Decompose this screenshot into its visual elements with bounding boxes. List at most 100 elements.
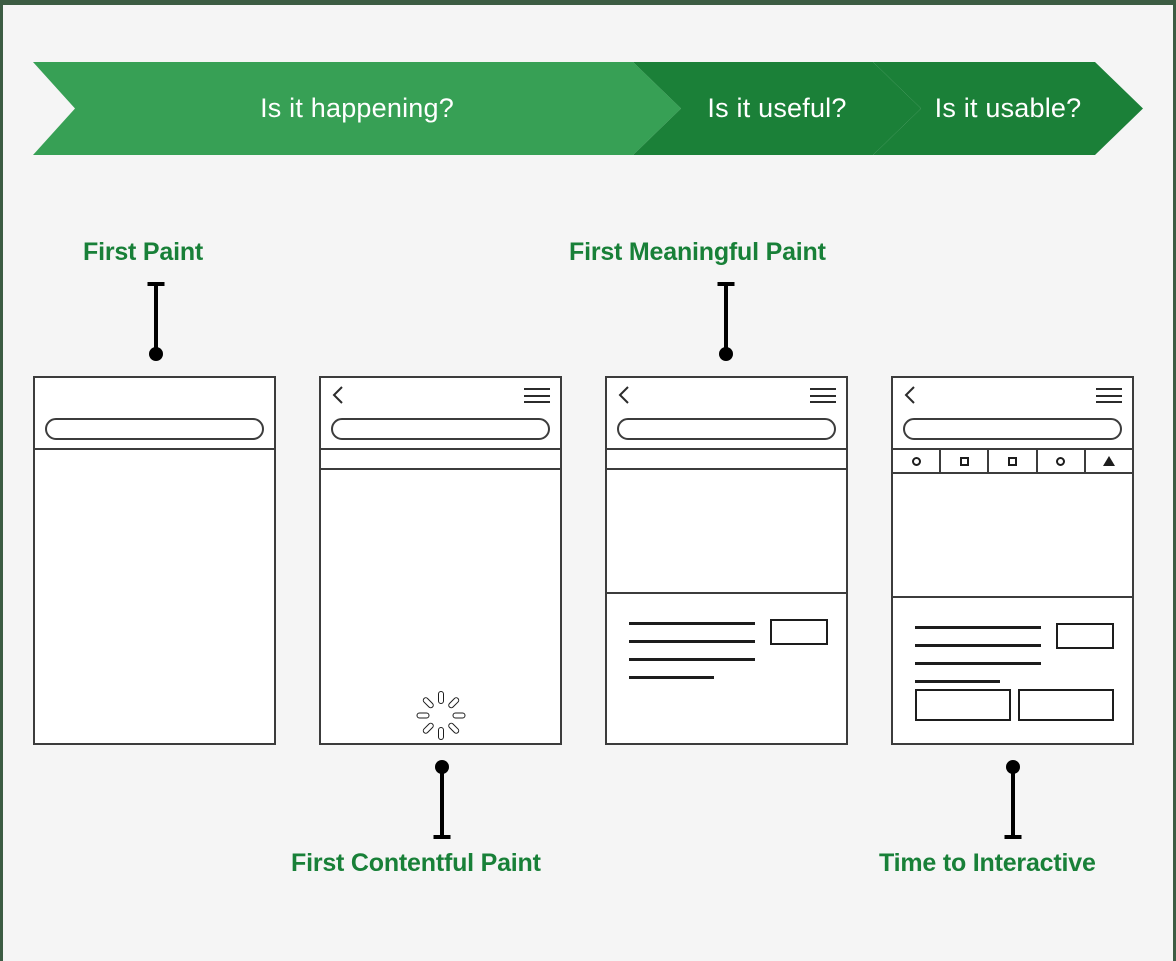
hamburger-menu-icon[interactable]	[524, 388, 550, 403]
pointer-time-to-interactive	[1004, 760, 1022, 839]
chevron-shape-happening	[33, 62, 681, 155]
metric-label-time-to-interactive: Time to Interactive	[879, 849, 1096, 877]
phone-header	[607, 378, 846, 450]
phone-header	[321, 378, 560, 450]
pointer-first-contentful-paint	[433, 760, 451, 839]
phase-label-happening: Is it happening?	[260, 93, 454, 123]
pointer-first-paint	[147, 282, 165, 361]
phase-chevron-useful[interactable]: Is it useful?	[633, 62, 921, 155]
hamburger-line	[1096, 394, 1122, 397]
cta-button-row	[915, 689, 1114, 721]
cta-button-right[interactable]	[1018, 689, 1114, 721]
phone-header	[35, 378, 274, 450]
content-line	[915, 680, 1000, 683]
spinner-dash	[437, 690, 444, 704]
content-line	[915, 644, 1041, 647]
spinner-dash	[446, 695, 460, 709]
toolbar-item-2[interactable]	[941, 450, 990, 472]
chevron-shape-useful	[633, 62, 921, 155]
search-pill-icon[interactable]	[45, 418, 264, 440]
triangle-icon	[1102, 456, 1115, 466]
circle-icon	[911, 456, 921, 466]
phone-hero-area	[607, 470, 846, 594]
toolbar-item-4[interactable]	[1038, 450, 1086, 472]
phase-chevron-happening[interactable]: Is it happening?	[33, 62, 681, 155]
phone-sub-strip	[607, 450, 846, 470]
phone-body-blank	[35, 450, 274, 743]
spinner-dash	[421, 721, 435, 735]
hamburger-line	[810, 388, 836, 390]
pointer-cap	[433, 835, 451, 839]
hamburger-line	[524, 388, 550, 390]
content-thumbnail-box	[1056, 623, 1114, 649]
spinner-dash	[437, 726, 444, 740]
wireframe-time-to-interactive	[891, 376, 1134, 745]
metric-label-first-meaningful-paint: First Meaningful Paint	[569, 238, 826, 266]
spinner-dash	[452, 712, 465, 718]
pointer-cap	[1004, 835, 1022, 839]
search-pill-icon[interactable]	[903, 418, 1122, 440]
circle-icon	[1056, 456, 1066, 466]
phone-content-area	[893, 598, 1132, 739]
back-chevron-icon[interactable]	[903, 385, 917, 405]
pointer-stem	[154, 282, 158, 359]
cta-button-left[interactable]	[915, 689, 1011, 721]
spinner-dash	[416, 712, 429, 718]
phase-chevron-usable[interactable]: Is it usable?	[873, 62, 1143, 155]
toolbar-item-5[interactable]	[1086, 450, 1132, 472]
back-chevron-icon[interactable]	[617, 385, 631, 405]
content-line	[629, 658, 755, 661]
phone-top-icons	[321, 378, 560, 414]
hamburger-line	[810, 394, 836, 397]
phone-content-area	[607, 594, 846, 739]
search-pill-icon[interactable]	[331, 418, 550, 440]
hamburger-line	[524, 394, 550, 397]
toolbar-item-3[interactable]	[989, 450, 1038, 472]
phone-toolbar	[893, 450, 1132, 474]
pointer-stem	[440, 762, 444, 839]
search-pill-icon[interactable]	[617, 418, 836, 440]
content-text-lines	[915, 626, 1041, 683]
square-icon	[959, 456, 969, 466]
phase-banner: Is it happening? Is it useful? Is it usa…	[33, 62, 1143, 155]
content-line	[915, 662, 1041, 665]
hamburger-menu-icon[interactable]	[810, 388, 836, 403]
hamburger-line	[1096, 401, 1122, 403]
loading-spinner-icon	[415, 689, 467, 741]
wireframe-first-meaningful-paint	[605, 376, 848, 745]
phase-label-useful: Is it useful?	[707, 93, 847, 123]
phone-hero-area	[893, 474, 1132, 598]
phone-sub-strip	[321, 450, 560, 470]
phone-top-icons	[893, 378, 1132, 414]
metric-label-first-paint: First Paint	[83, 238, 204, 266]
content-line	[629, 640, 755, 643]
phone-top-icons	[607, 378, 846, 414]
phase-label-usable: Is it usable?	[934, 93, 1082, 123]
hamburger-menu-icon[interactable]	[1096, 388, 1122, 403]
back-chevron-icon[interactable]	[331, 385, 345, 405]
pointer-first-meaningful-paint	[717, 282, 735, 361]
wireframe-first-paint	[33, 376, 276, 745]
wireframe-first-contentful-paint	[319, 376, 562, 745]
pointer-stem	[1011, 762, 1015, 839]
phone-header	[893, 378, 1132, 450]
pointer-dot	[719, 347, 733, 361]
metric-label-first-contentful-paint: First Contentful Paint	[291, 849, 541, 877]
hamburger-line	[1096, 388, 1122, 390]
hamburger-line	[524, 401, 550, 403]
content-text-lines	[629, 622, 755, 679]
content-line	[915, 626, 1041, 629]
content-line	[629, 676, 714, 679]
spinner-dash	[421, 695, 435, 709]
hamburger-line	[810, 401, 836, 403]
spinner-dash	[446, 721, 460, 735]
phone-top-icons	[35, 378, 274, 414]
phone-loading-area	[321, 470, 560, 741]
content-line	[629, 622, 755, 625]
square-icon	[1008, 456, 1017, 466]
toolbar-item-1[interactable]	[893, 450, 942, 472]
content-thumbnail-box	[770, 619, 828, 645]
pointer-dot	[149, 347, 163, 361]
chevron-shape-usable	[873, 62, 1143, 155]
